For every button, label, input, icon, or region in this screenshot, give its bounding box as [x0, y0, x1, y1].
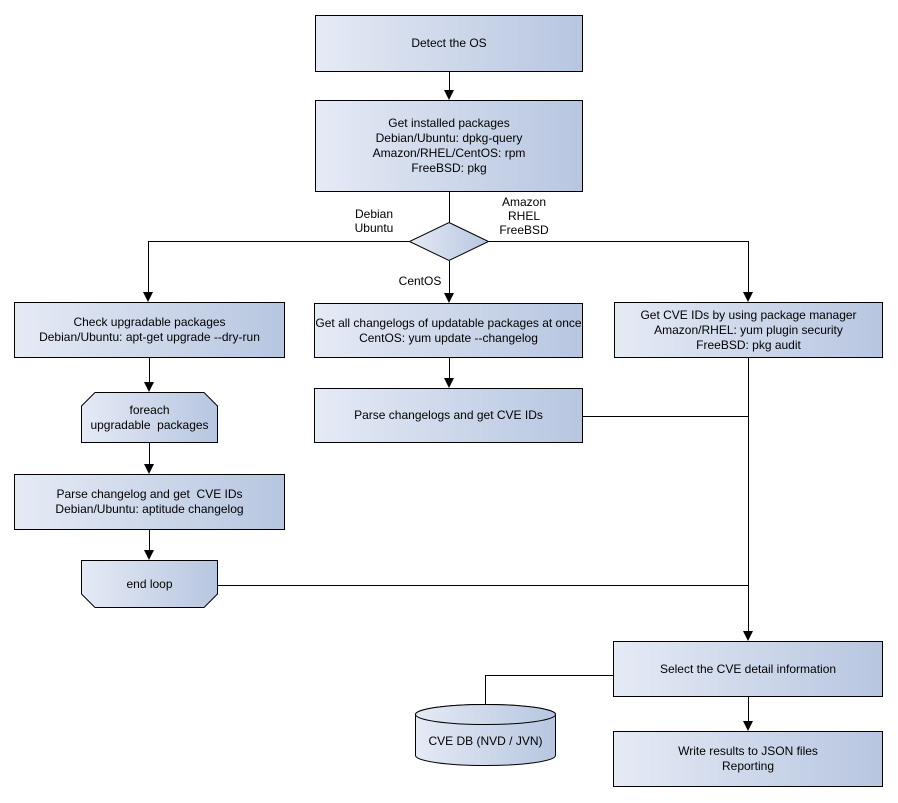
- node-parse-changelogs-centos-label: Parse changelogs and get CVE IDs: [354, 408, 543, 422]
- edge-label-amazon-rhel-freebsd: Amazon RHEL FreeBSD: [499, 195, 549, 237]
- node-end-loop-label: end loop: [126, 576, 173, 591]
- arrowhead-check-upgradable: [143, 292, 153, 302]
- node-check-upgradable-packages: Check upgradable packages Debian/Ubuntu:…: [14, 302, 285, 358]
- node-parse-changelogs-centos: Parse changelogs and get CVE IDs: [314, 388, 583, 443]
- node-check-upgradable-packages-label: Check upgradable packages Debian/Ubuntu:…: [39, 315, 260, 344]
- connector-diamond-left-v: [148, 241, 149, 293]
- node-foreach-loop: foreach upgradable packages: [81, 392, 218, 443]
- node-get-installed-packages-label: Get installed packages Debian/Ubuntu: dp…: [372, 116, 526, 175]
- edge-label-debian-ubuntu: Debian Ubuntu: [354, 207, 394, 235]
- arrowhead-parse-changelog: [144, 464, 154, 474]
- node-os-decision-diamond: [408, 221, 490, 262]
- connector-diamond-right-h: [489, 241, 748, 242]
- node-select-cve-detail: Select the CVE detail information: [613, 641, 883, 697]
- connector-detect-to-installed: [449, 72, 450, 92]
- connector-select-to-write: [748, 697, 749, 722]
- node-get-cve-ids-pkg-manager-label: Get CVE IDs by using package manager Ama…: [640, 307, 857, 352]
- database-cylinder-shape: [415, 704, 556, 766]
- arrowhead-get-all-changelogs: [444, 293, 454, 303]
- arrowhead-select-cve: [743, 631, 753, 641]
- node-get-all-changelogs: Get all changelogs of updatable packages…: [314, 303, 583, 358]
- node-write-results: Write results to JSON files Reporting: [613, 731, 883, 787]
- node-get-all-changelogs-label: Get all changelogs of updatable packages…: [315, 315, 582, 345]
- connector-foreach-to-parse: [149, 443, 150, 465]
- arrowhead-parse-changelogs: [444, 378, 454, 388]
- connector-endloop-to-trunk: [218, 585, 748, 586]
- edge-label-centos: CentOS: [398, 274, 442, 288]
- node-select-cve-detail-label: Select the CVE detail information: [659, 661, 837, 676]
- node-write-results-label: Write results to JSON files Reporting: [678, 744, 818, 773]
- connector-parse-mid-to-trunk: [583, 416, 748, 417]
- node-detect-os: Detect the OS: [315, 15, 583, 72]
- node-get-cve-ids-pkg-manager: Get CVE IDs by using package manager Ama…: [614, 302, 883, 358]
- diamond-shape: [408, 221, 490, 262]
- node-parse-changelog-debian-label: Parse changelog and get CVE IDs Debian/U…: [55, 487, 244, 516]
- node-cve-db: CVE DB (NVD / JVN): [415, 704, 556, 766]
- arrowhead-end-loop: [144, 550, 154, 560]
- node-cve-db-label: CVE DB (NVD / JVN): [428, 733, 543, 748]
- node-foreach-loop-label: foreach upgradable packages: [90, 402, 209, 432]
- connector-cvedb-v: [485, 675, 486, 704]
- arrowhead-write-results: [743, 721, 753, 731]
- loop-start-shape: [81, 392, 218, 443]
- connector-changelogs-to-parse: [449, 358, 450, 379]
- node-parse-changelog-debian: Parse changelog and get CVE IDs Debian/U…: [14, 474, 285, 530]
- arrowhead-installed: [444, 90, 454, 100]
- connector-parse-to-endloop: [149, 530, 150, 551]
- arrowhead-foreach: [144, 382, 154, 392]
- connector-diamond-down: [449, 261, 450, 295]
- loop-end-shape: [81, 560, 218, 608]
- node-end-loop: end loop: [81, 560, 218, 608]
- connector-diamond-left-h: [148, 241, 409, 242]
- connector-trunk-to-select: [748, 358, 749, 632]
- connector-cvedb-h: [485, 675, 614, 676]
- connector-diamond-right-v: [748, 241, 749, 293]
- node-detect-os-label: Detect the OS: [411, 36, 487, 50]
- arrowhead-get-cve-ids: [743, 292, 753, 302]
- connector-installed-to-diamond: [449, 192, 450, 222]
- connector-check-to-foreach: [149, 358, 150, 383]
- node-get-installed-packages: Get installed packages Debian/Ubuntu: dp…: [315, 100, 583, 192]
